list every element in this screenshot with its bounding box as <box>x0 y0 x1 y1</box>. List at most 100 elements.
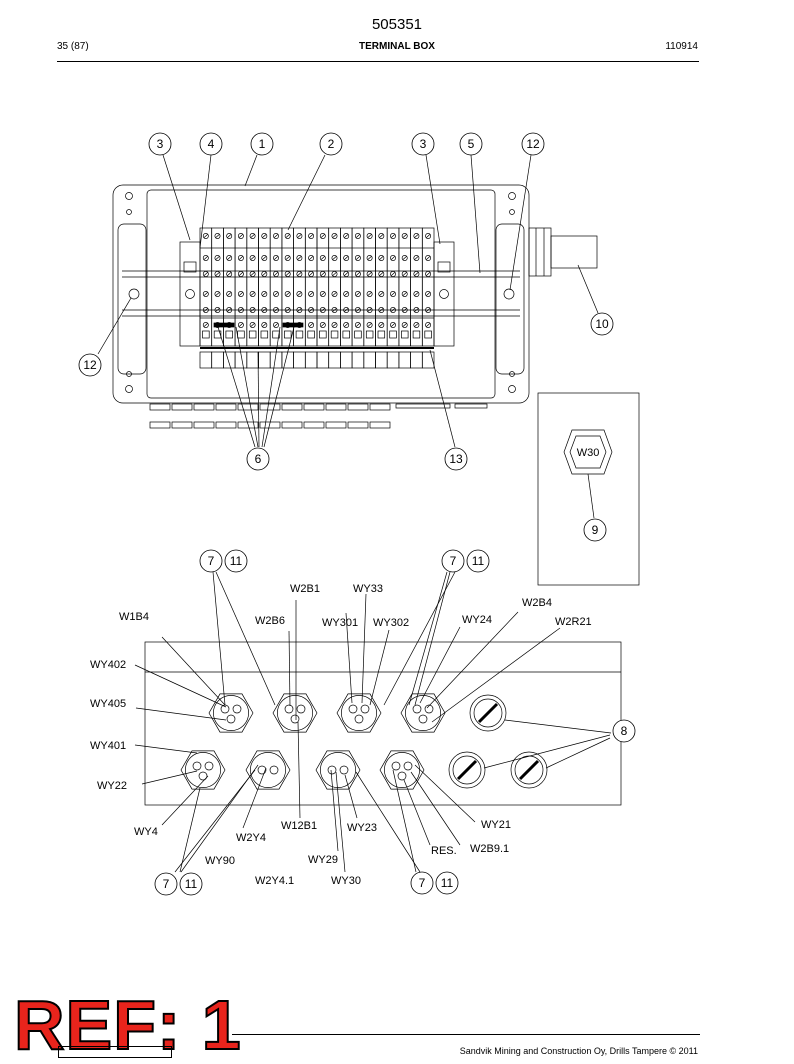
terminal-block <box>340 227 353 347</box>
end-clamp-left <box>179 241 201 347</box>
wire-label: WY401 <box>90 740 126 752</box>
callout-balloon: 11 <box>466 549 490 573</box>
svg-text:2: 2 <box>328 137 335 151</box>
box-outer-frame <box>112 184 530 404</box>
page-number: 35 (87) <box>57 41 89 52</box>
callout-balloon: 3 <box>411 132 435 156</box>
terminal-block <box>386 227 400 347</box>
hex-label: W30 <box>577 447 600 459</box>
wire-label: WY402 <box>90 659 126 671</box>
footer-rule <box>232 1034 700 1035</box>
terminal-block <box>410 227 423 347</box>
wire-label: WY302 <box>373 617 409 629</box>
cable-gland-3pin <box>400 693 446 733</box>
gland-stub <box>369 403 391 411</box>
callout-balloon: 1 <box>250 132 274 156</box>
svg-text:11: 11 <box>441 876 454 890</box>
gland-stub <box>149 403 171 411</box>
wire-label: W2R21 <box>555 616 592 628</box>
svg-text:4: 4 <box>208 137 215 151</box>
cable-gland-2pin <box>245 750 291 790</box>
svg-text:12: 12 <box>526 137 540 151</box>
gland-stub <box>215 403 237 411</box>
terminal-block <box>293 227 306 347</box>
terminal-foot <box>316 351 330 369</box>
gland-stub <box>149 421 171 429</box>
gland-stub <box>281 403 303 411</box>
gland-stub <box>215 421 237 429</box>
terminal-block <box>398 227 411 347</box>
wire-label: W2Y4.1 <box>255 875 294 887</box>
gland-stub <box>303 403 325 411</box>
terminal-block <box>281 227 294 347</box>
terminal-block <box>328 227 341 347</box>
terminal-foot <box>281 351 294 369</box>
callout-balloon: 11 <box>224 549 248 573</box>
svg-text:6: 6 <box>255 452 262 466</box>
terminal-block <box>375 227 388 347</box>
callout-balloon: 11 <box>435 871 459 895</box>
blanking-plug <box>510 751 548 789</box>
callout-balloon: 6 <box>246 447 270 471</box>
cable-gland-3pin <box>208 693 254 733</box>
terminal-foot <box>340 351 353 369</box>
terminal-block <box>304 227 318 347</box>
terminal-foot <box>421 351 435 369</box>
terminal-block <box>421 227 435 347</box>
terminal-block <box>246 227 259 347</box>
gland-stub <box>281 421 303 429</box>
box-right-flange <box>495 223 525 375</box>
footer-logo-box <box>58 1046 172 1058</box>
svg-text:11: 11 <box>230 554 243 568</box>
gland-stub <box>369 421 391 429</box>
wire-label: W2Y4 <box>236 832 266 844</box>
callout-balloon: 12 <box>78 353 102 377</box>
callout-balloon: 4 <box>199 132 223 156</box>
gland-stub <box>325 403 347 411</box>
revision-date: 110914 <box>665 41 698 52</box>
terminal-foot <box>304 351 318 369</box>
wire-label: WY90 <box>205 855 235 867</box>
terminal-foot <box>223 351 236 369</box>
cable-gland-nut <box>550 235 598 269</box>
end-clamp-right <box>433 241 455 347</box>
terminal-foot <box>246 351 259 369</box>
gland-stub <box>237 421 259 429</box>
cable-gland-3pin <box>336 693 382 733</box>
callout-balloon: 7 <box>441 549 465 573</box>
callout-balloon: 9 <box>583 518 607 542</box>
callout-balloon: 3 <box>148 132 172 156</box>
cable-gland-3pin <box>180 750 226 790</box>
callout-balloon: 12 <box>521 132 545 156</box>
hex-nut-detail <box>563 429 613 475</box>
cable-gland-body <box>528 227 552 277</box>
jumper-bar <box>282 322 304 328</box>
header-rule <box>57 61 699 62</box>
callout-balloon: 13 <box>444 447 468 471</box>
svg-text:7: 7 <box>419 876 426 890</box>
footer-copyright: Sandvik Mining and Construction Oy, Dril… <box>459 1046 698 1056</box>
wire-label: WY24 <box>462 614 492 626</box>
svg-text:5: 5 <box>468 137 475 151</box>
terminal-block <box>363 227 376 347</box>
terminal-foot <box>363 351 376 369</box>
callout-balloon: 10 <box>590 312 614 336</box>
svg-text:3: 3 <box>420 137 427 151</box>
wire-label: WY30 <box>331 875 361 887</box>
gland-stub <box>303 421 325 429</box>
terminal-foot <box>375 351 388 369</box>
svg-text:7: 7 <box>450 554 457 568</box>
terminal-foot <box>351 351 365 369</box>
gland-plate <box>144 641 622 806</box>
callout-balloon: 7 <box>199 549 223 573</box>
svg-text:7: 7 <box>208 554 215 568</box>
wire-label: WY21 <box>481 819 511 831</box>
svg-text:11: 11 <box>472 554 485 568</box>
wire-label: WY22 <box>97 780 127 792</box>
terminal-block <box>316 227 330 347</box>
gland-stub <box>259 403 281 411</box>
callout-balloon: 5 <box>459 132 483 156</box>
terminal-foot <box>293 351 306 369</box>
wire-label: W12B1 <box>281 820 317 832</box>
gland-stub <box>347 403 369 411</box>
